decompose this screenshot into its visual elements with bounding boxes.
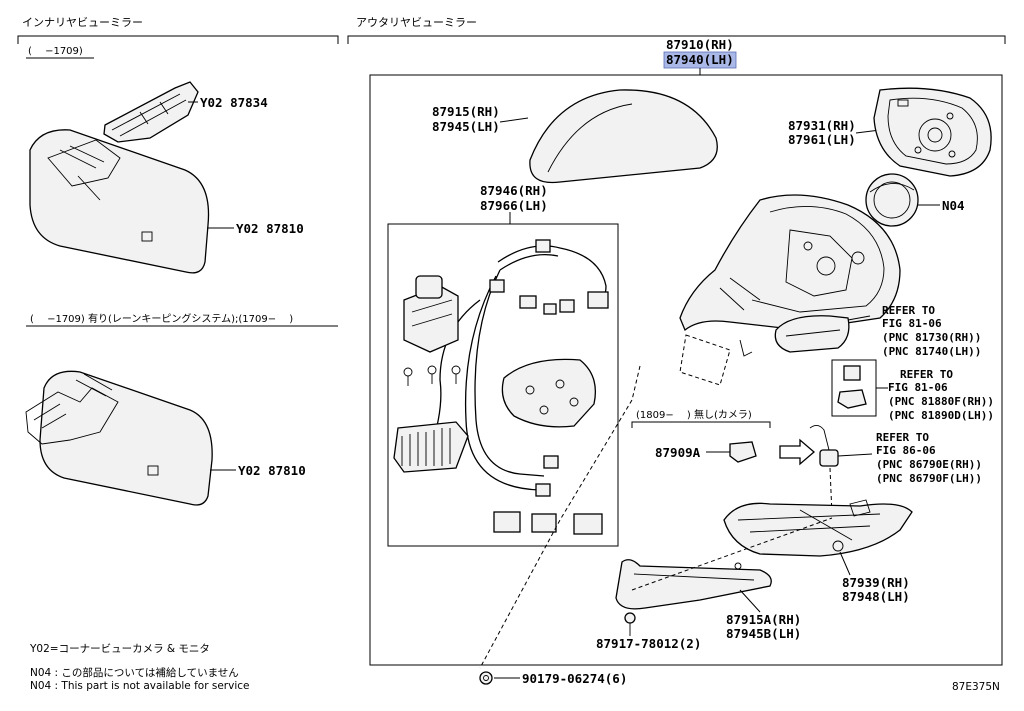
condition-camera-bracket <box>631 421 771 428</box>
inner-mirror-1-drawing <box>29 129 210 274</box>
housing-base-dashed <box>679 334 731 386</box>
section-title-outer: アウタリヤビューミラー <box>356 16 477 29</box>
part-inner-mirror-1: Y02 87810 <box>236 221 304 236</box>
replacement-arrow <box>779 438 815 466</box>
part-inner-bracket: Y02 87834 <box>200 95 268 110</box>
part-motor: N04 <box>942 198 965 213</box>
ref-1-line-3: (PNC 81730(RH)) <box>882 331 981 344</box>
ref-2-line-1: REFER TO <box>900 368 953 381</box>
part-wire-rh: 87946(RH) <box>480 183 548 198</box>
ref-2-line-4: (PNC 81890D(LH)) <box>888 409 994 422</box>
ref-1-line-4: (PNC 81740(LH)) <box>882 345 981 358</box>
part-garnish-rh: 87915A(RH) <box>726 612 801 627</box>
wire-harness-drawing <box>393 239 609 535</box>
part-cover-lh: 87945(LH) <box>432 119 500 134</box>
camera-dashed-line <box>829 467 833 516</box>
leader-ref-3 <box>837 453 873 457</box>
ref-2-line-3: (PNC 81880F(RH)) <box>888 395 994 408</box>
note-y02: Y02=コーナービューカメラ & モニタ <box>29 643 210 655</box>
bolt-drawing <box>479 671 493 685</box>
mirror-cover-drawing <box>529 89 718 184</box>
part-lower-lh: 87948(LH) <box>842 589 910 604</box>
condition-camera: (1809− ) 無し(カメラ) <box>636 408 752 421</box>
inner-mirror-bracket-drawing <box>103 81 199 143</box>
camera-cover-drawing <box>729 441 757 463</box>
part-assy-lh: 87940(LH) <box>666 52 734 67</box>
leader-lower <box>839 551 851 576</box>
ref-2-line-2: FIG 81-06 <box>888 381 948 394</box>
note-n04-en: N04 : This part is not available for ser… <box>30 680 249 692</box>
condition-label-2: ( −1709) 有り(レーンキーピングシステム);(1709− ) <box>30 312 293 325</box>
mirror-glass-drawing <box>873 87 992 177</box>
ref-1-line-1: REFER TO <box>882 304 935 317</box>
garnish-dashed-line <box>631 517 833 591</box>
turn-signal-drawing <box>774 315 850 353</box>
lower-cover-drawing <box>723 499 913 557</box>
ref-3-line-3: (PNC 86790E(RH)) <box>876 458 982 471</box>
ref-3-line-2: FIG 86-06 <box>876 444 936 457</box>
part-glass-lh: 87961(LH) <box>788 132 856 147</box>
ref-2-part-drawing <box>837 365 867 409</box>
part-wire-lh: 87966(LH) <box>480 198 548 213</box>
figure-id: 87E375N <box>952 681 1000 693</box>
ref-1-line-2: FIG 81-06 <box>882 317 942 330</box>
screw-drawing <box>624 612 636 636</box>
bolt-dashed-line <box>479 365 641 669</box>
inner-mirror-2-drawing <box>25 370 213 506</box>
ref-3-line-1: REFER TO <box>876 431 929 444</box>
leader-ref-1 <box>847 315 871 321</box>
leader-cover <box>499 117 529 123</box>
part-bolt: 90179-06274(6) <box>522 671 627 686</box>
part-assy-rh: 87910(RH) <box>666 37 734 52</box>
part-cover-rh: 87915(RH) <box>432 104 500 119</box>
part-camera-cover: 87909A <box>655 445 701 460</box>
section-bracket-inner <box>17 35 339 44</box>
part-inner-mirror-2: Y02 87810 <box>238 463 306 478</box>
condition-label-1: ( −1709) <box>28 46 83 57</box>
mirror-motor-drawing <box>865 173 919 227</box>
garnish-drawing <box>615 559 772 610</box>
note-n04-jp: N04 : この部品については補給していません <box>30 666 239 679</box>
camera-drawing <box>809 425 839 467</box>
part-glass-rh: 87931(RH) <box>788 118 856 133</box>
part-garnish-lh: 87945B(LH) <box>726 626 801 641</box>
wire-harness-frame <box>387 223 619 547</box>
ref-3-line-4: (PNC 86790F(LH)) <box>876 472 982 485</box>
outer-assembly-frame <box>369 74 1003 666</box>
part-screw: 87917-78012(2) <box>596 636 701 651</box>
part-lower-rh: 87939(RH) <box>842 575 910 590</box>
section-bracket-outer <box>347 35 1006 44</box>
leader-garnish <box>739 589 761 613</box>
section-title-inner: インナリヤビューミラー <box>22 16 143 29</box>
